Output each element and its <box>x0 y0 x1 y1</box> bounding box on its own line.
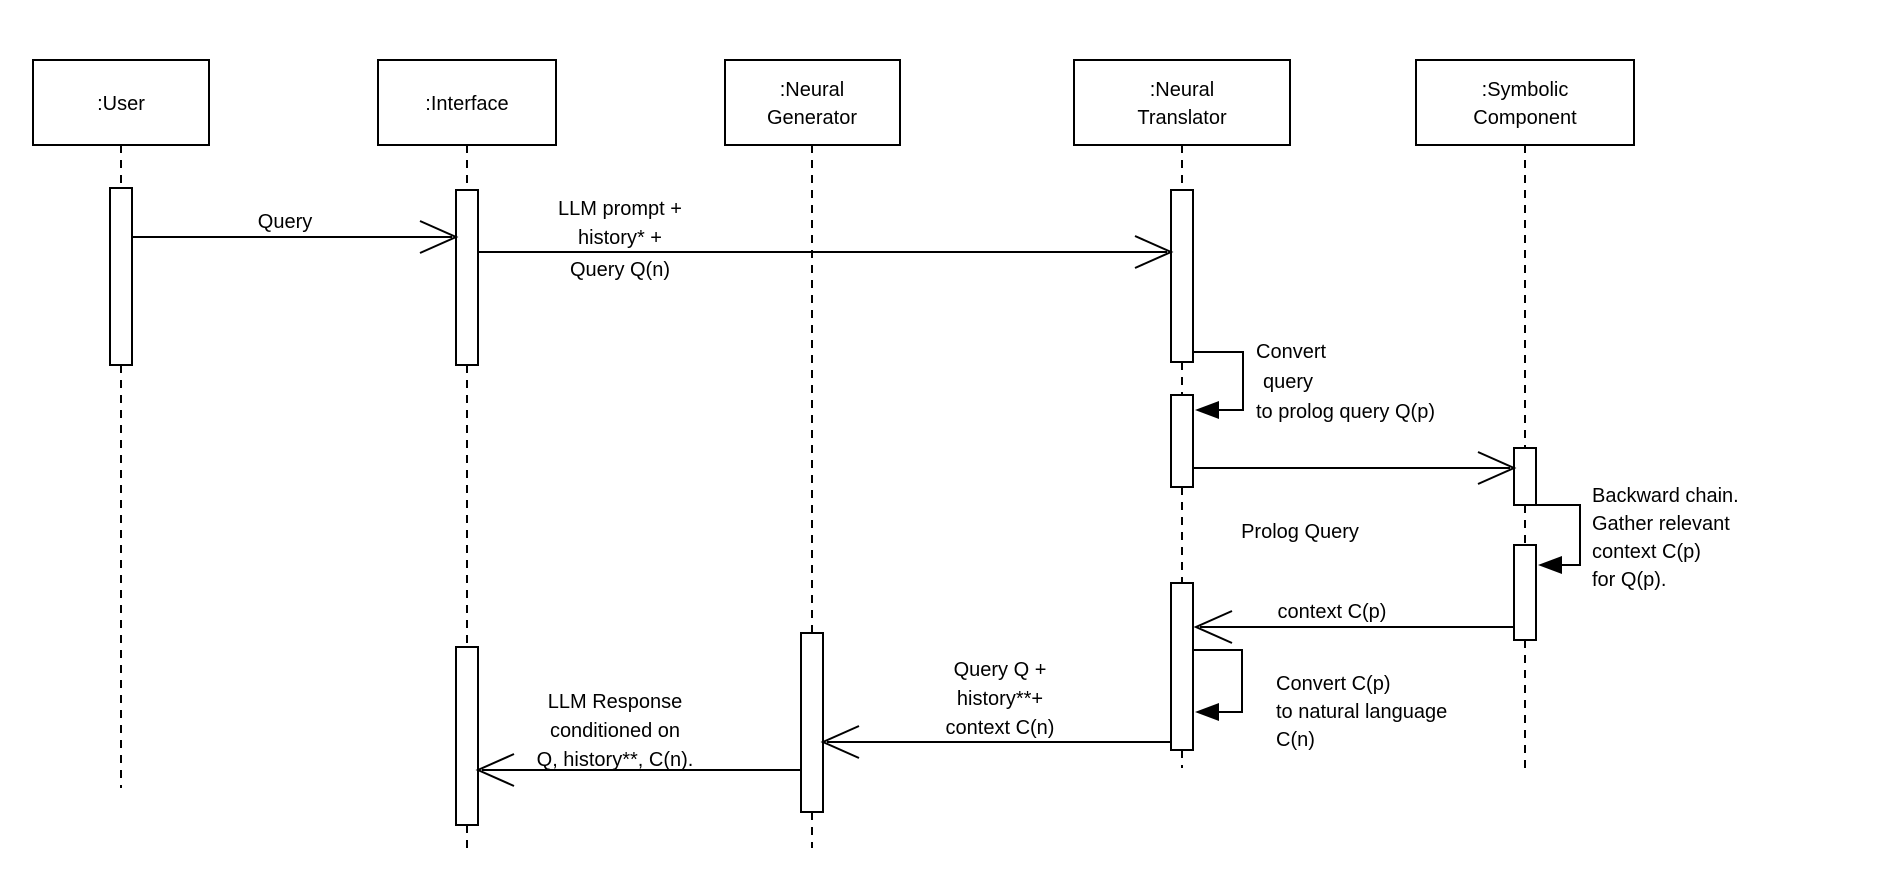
message-llm-response: LLM Response conditioned on Q, history**… <box>475 691 801 787</box>
head-box-symbolic-component <box>1415 59 1635 146</box>
self-message-convert-cp: Convert C(p) to natural language C(n) <box>1193 649 1447 751</box>
message-llm-response-label-line1: LLM Response <box>548 691 683 713</box>
message-llm-prompt: LLM prompt + history* + Query Q(n) <box>478 198 1174 281</box>
self-message-backward-chain-label-line4: for Q(p). <box>1592 569 1666 591</box>
head-box-user <box>32 59 210 146</box>
head-label-neural-generator-line1: :Neural <box>780 79 844 101</box>
head-label-symbolic-component-line2: Component <box>1473 107 1577 129</box>
head-label-user: :User <box>97 93 145 115</box>
lifeline-symbolic-component: :Symbolic Component <box>1415 59 1635 768</box>
head-label-neural-translator-line2: Translator <box>1137 107 1227 129</box>
message-query-q-history-label-line3: context C(n) <box>946 717 1055 739</box>
head-label-neural-translator-line1: :Neural <box>1150 79 1214 101</box>
message-query-q-history: Query Q + history**+ context C(n) <box>820 659 1171 759</box>
message-context-cp-label: context C(p) <box>1278 601 1387 623</box>
message-prolog-query: Prolog Query <box>1193 451 1517 543</box>
head-label-symbolic-component-line1: :Symbolic <box>1482 79 1569 101</box>
message-llm-prompt-label-line1: LLM prompt + <box>558 198 682 220</box>
self-message-convert-query-line <box>1193 351 1244 411</box>
self-message-backward-chain-label-line2: Gather relevant <box>1592 513 1730 535</box>
activation-bar-interface-1 <box>455 189 479 366</box>
lifeline-neural-generator: :Neural Generator <box>724 59 901 848</box>
self-message-convert-cp-label-line1: Convert C(p) <box>1276 673 1390 695</box>
activation-bar-symbolic-1 <box>1513 447 1537 506</box>
self-message-convert-query-label-line2: query <box>1263 371 1313 393</box>
arrowhead-open-right-icon <box>1477 451 1517 485</box>
message-llm-prompt-label-line3: Query Q(n) <box>570 259 670 281</box>
self-message-convert-query-label-line3: to prolog query Q(p) <box>1256 401 1435 423</box>
arrowhead-open-right-icon <box>419 220 459 254</box>
message-llm-response-label-line2: conditioned on <box>550 720 680 742</box>
arrowhead-filled-left-icon <box>1538 556 1562 574</box>
lifeline-interface: :Interface <box>377 59 557 848</box>
activation-bar-neural-translator-1 <box>1170 189 1194 363</box>
activation-bar-symbolic-2 <box>1513 544 1537 641</box>
message-query-q-history-label-line2: history**+ <box>957 688 1043 710</box>
self-message-convert-query: Convert query to prolog query Q(p) <box>1193 341 1435 423</box>
lifeline-neural-translator: :Neural Translator <box>1073 59 1291 768</box>
arrowhead-open-left-icon <box>820 725 860 759</box>
head-label-neural-generator-line2: Generator <box>767 107 857 129</box>
message-llm-prompt-label-line2: history* + <box>578 227 662 249</box>
self-message-backward-chain-label-line1: Backward chain. <box>1592 485 1739 507</box>
message-query-label: Query <box>258 211 312 233</box>
activation-bar-neural-generator <box>800 632 824 813</box>
activation-bar-user <box>109 187 133 366</box>
message-query: Query <box>132 211 459 254</box>
self-message-backward-chain-line <box>1536 504 1581 566</box>
head-box-neural-generator <box>724 59 901 146</box>
message-prolog-query-label: Prolog Query <box>1241 521 1359 543</box>
head-box-neural-translator <box>1073 59 1291 146</box>
arrowhead-open-left-icon <box>1193 610 1233 644</box>
arrowhead-filled-left-icon <box>1195 703 1219 721</box>
lifeline-user: :User <box>32 59 210 788</box>
arrowhead-open-left-icon <box>475 753 515 787</box>
activation-bar-neural-translator-3 <box>1170 582 1194 751</box>
self-message-convert-cp-label-line2: to natural language <box>1276 701 1447 723</box>
message-llm-response-label-line3: Q, history**, C(n). <box>537 749 694 771</box>
arrowhead-filled-left-icon <box>1195 401 1219 419</box>
self-message-convert-query-label-line1: Convert <box>1256 341 1326 363</box>
message-query-q-history-label-line1: Query Q + <box>954 659 1047 681</box>
self-message-backward-chain-label-line3: context C(p) <box>1592 541 1701 563</box>
activation-bar-interface-2 <box>455 646 479 826</box>
arrowhead-open-right-icon <box>1134 235 1174 269</box>
message-context-cp: context C(p) <box>1193 601 1514 644</box>
activation-bar-neural-translator-2 <box>1170 394 1194 488</box>
self-message-convert-cp-line <box>1193 649 1243 713</box>
self-message-backward-chain: Backward chain. Gather relevant context … <box>1536 485 1739 591</box>
head-label-interface: :Interface <box>425 93 508 115</box>
self-message-convert-cp-label-line3: C(n) <box>1276 729 1315 751</box>
